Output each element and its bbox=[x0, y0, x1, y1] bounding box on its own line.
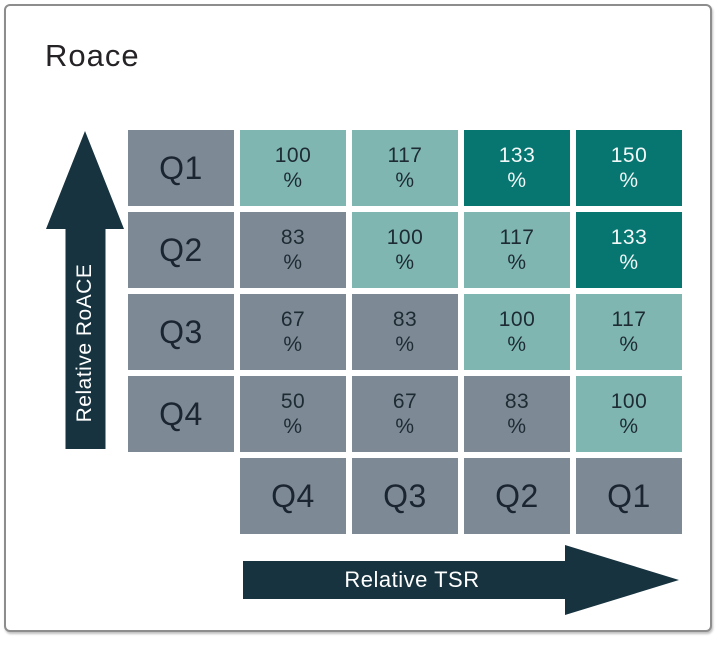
cell-unit: % bbox=[283, 415, 303, 438]
col-header-q3: Q3 bbox=[352, 458, 458, 534]
matrix-cell-r2c1: 83% bbox=[240, 212, 346, 288]
row-header-q4: Q4 bbox=[128, 376, 234, 452]
cell-value: 67 bbox=[280, 308, 306, 331]
cell-unit: % bbox=[507, 251, 527, 274]
cell-value: 100 bbox=[498, 308, 536, 331]
matrix-cell-r3c1: 67% bbox=[240, 294, 346, 370]
cell-value: 150 bbox=[610, 144, 648, 167]
cell-value: 67 bbox=[392, 390, 418, 413]
cell-unit: % bbox=[395, 251, 415, 274]
matrix-cell-r1c1: 100% bbox=[240, 130, 346, 206]
matrix-cell-r2c3: 117% bbox=[464, 212, 570, 288]
cell-value: 133 bbox=[610, 226, 648, 249]
row-header-q2: Q2 bbox=[128, 212, 234, 288]
cell-unit: % bbox=[619, 333, 639, 356]
cell-value: 117 bbox=[611, 308, 647, 331]
cell-unit: % bbox=[619, 169, 639, 192]
cell-unit: % bbox=[395, 415, 415, 438]
y-axis-label: Relative RoACE bbox=[73, 263, 96, 423]
col-header-q4: Q4 bbox=[240, 458, 346, 534]
matrix-cell-r4c1: 50% bbox=[240, 376, 346, 452]
matrix-cell-r1c2: 117% bbox=[352, 130, 458, 206]
cell-unit: % bbox=[507, 169, 527, 192]
cell-unit: % bbox=[507, 415, 527, 438]
matrix-cell-r4c4: 100% bbox=[576, 376, 682, 452]
cell-value: 83 bbox=[392, 308, 418, 331]
cell-value: 100 bbox=[386, 226, 424, 249]
cell-value: 83 bbox=[504, 390, 530, 413]
matrix-cell-r2c4: 133% bbox=[576, 212, 682, 288]
cell-unit: % bbox=[395, 333, 415, 356]
cell-value: 100 bbox=[610, 390, 648, 413]
cell-value: 117 bbox=[499, 226, 535, 249]
matrix-corner-spacer bbox=[128, 458, 234, 534]
matrix-cell-r3c2: 83% bbox=[352, 294, 458, 370]
cell-value: 133 bbox=[498, 144, 536, 167]
row-header-q1: Q1 bbox=[128, 130, 234, 206]
matrix-cell-r4c3: 83% bbox=[464, 376, 570, 452]
chart-title: Roace bbox=[45, 38, 140, 73]
matrix-cell-r3c4: 117% bbox=[576, 294, 682, 370]
matrix-cell-r1c3: 133% bbox=[464, 130, 570, 206]
col-header-q2: Q2 bbox=[464, 458, 570, 534]
cell-unit: % bbox=[619, 251, 639, 274]
row-header-q3: Q3 bbox=[128, 294, 234, 370]
cell-unit: % bbox=[395, 169, 415, 192]
cell-unit: % bbox=[283, 251, 303, 274]
x-axis-arrow-icon bbox=[243, 545, 679, 615]
cell-unit: % bbox=[283, 333, 303, 356]
cell-unit: % bbox=[507, 333, 527, 356]
cell-unit: % bbox=[283, 169, 303, 192]
col-header-q1: Q1 bbox=[576, 458, 682, 534]
matrix-cell-r2c2: 100% bbox=[352, 212, 458, 288]
cell-value: 83 bbox=[280, 226, 306, 249]
cell-value: 100 bbox=[274, 144, 312, 167]
cell-unit: % bbox=[619, 415, 639, 438]
cell-value: 50 bbox=[280, 390, 306, 413]
matrix-cell-r1c4: 150% bbox=[576, 130, 682, 206]
cell-value: 117 bbox=[387, 144, 423, 167]
matrix-cell-r3c3: 100% bbox=[464, 294, 570, 370]
y-axis-arrow-icon bbox=[46, 131, 124, 449]
x-axis-label: Relative TSR bbox=[344, 567, 480, 592]
matrix-cell-r4c2: 67% bbox=[352, 376, 458, 452]
